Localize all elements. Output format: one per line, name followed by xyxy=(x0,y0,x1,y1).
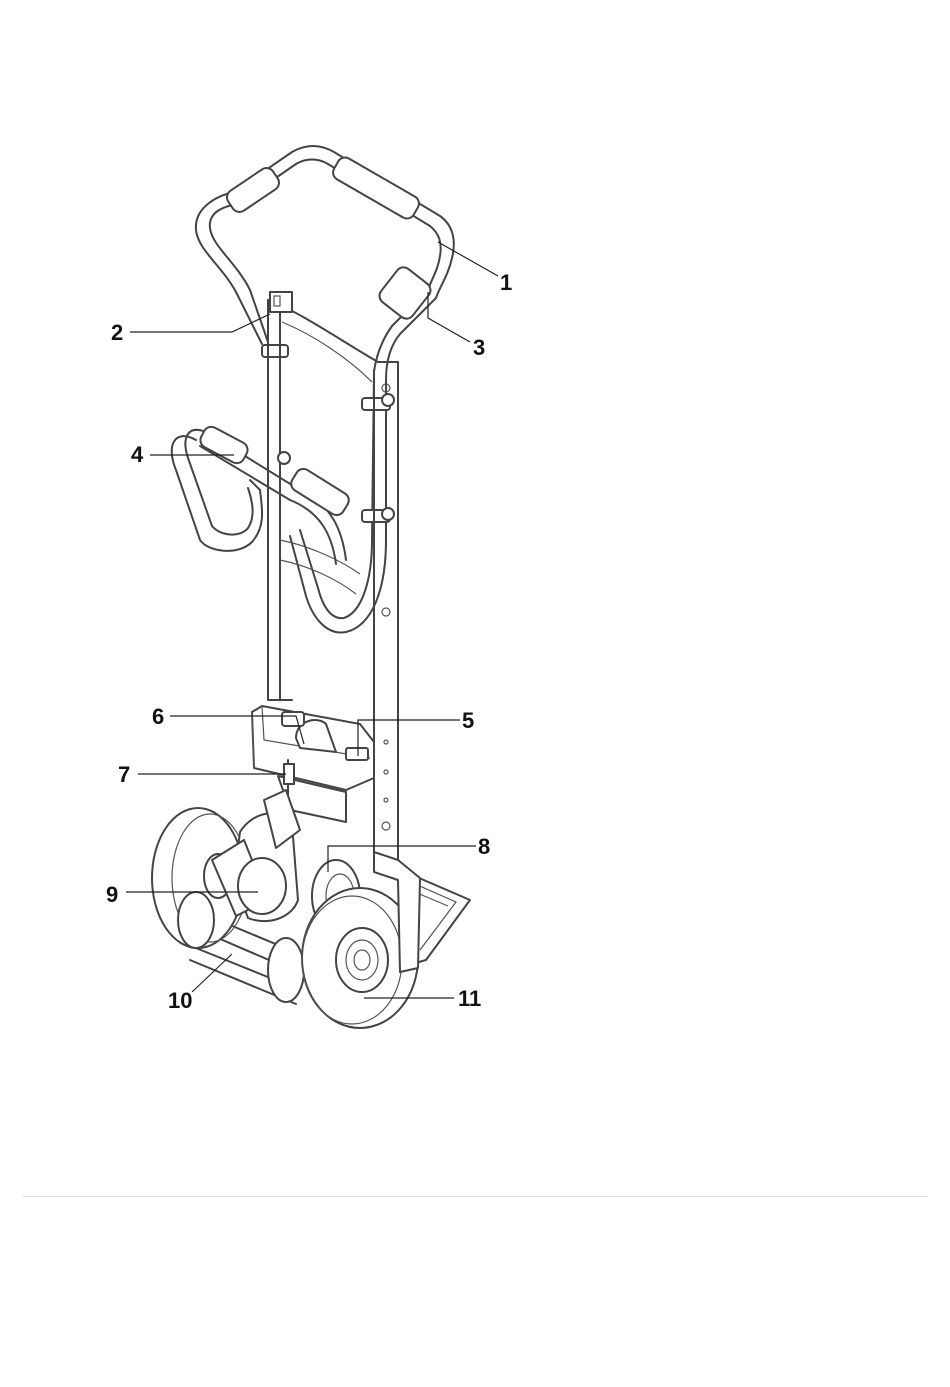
leader-10 xyxy=(192,954,232,992)
callout-4: 4 xyxy=(131,442,144,467)
callout-5: 5 xyxy=(462,708,474,733)
callout-1: 1 xyxy=(500,270,512,295)
lower-handle xyxy=(172,424,352,564)
callout-9: 9 xyxy=(106,882,118,907)
callout-7: 7 xyxy=(118,762,130,787)
callout-3: 3 xyxy=(473,335,485,360)
callout-10: 10 xyxy=(168,988,192,1013)
page-divider xyxy=(22,1196,928,1197)
clamp-block xyxy=(270,292,292,312)
callout-11: 11 xyxy=(458,986,481,1011)
wheel-base xyxy=(152,790,470,1028)
upper-handle xyxy=(196,146,454,633)
callout-6: 6 xyxy=(152,704,164,729)
callout-2: 2 xyxy=(111,320,123,345)
callout-8: 8 xyxy=(478,834,490,859)
